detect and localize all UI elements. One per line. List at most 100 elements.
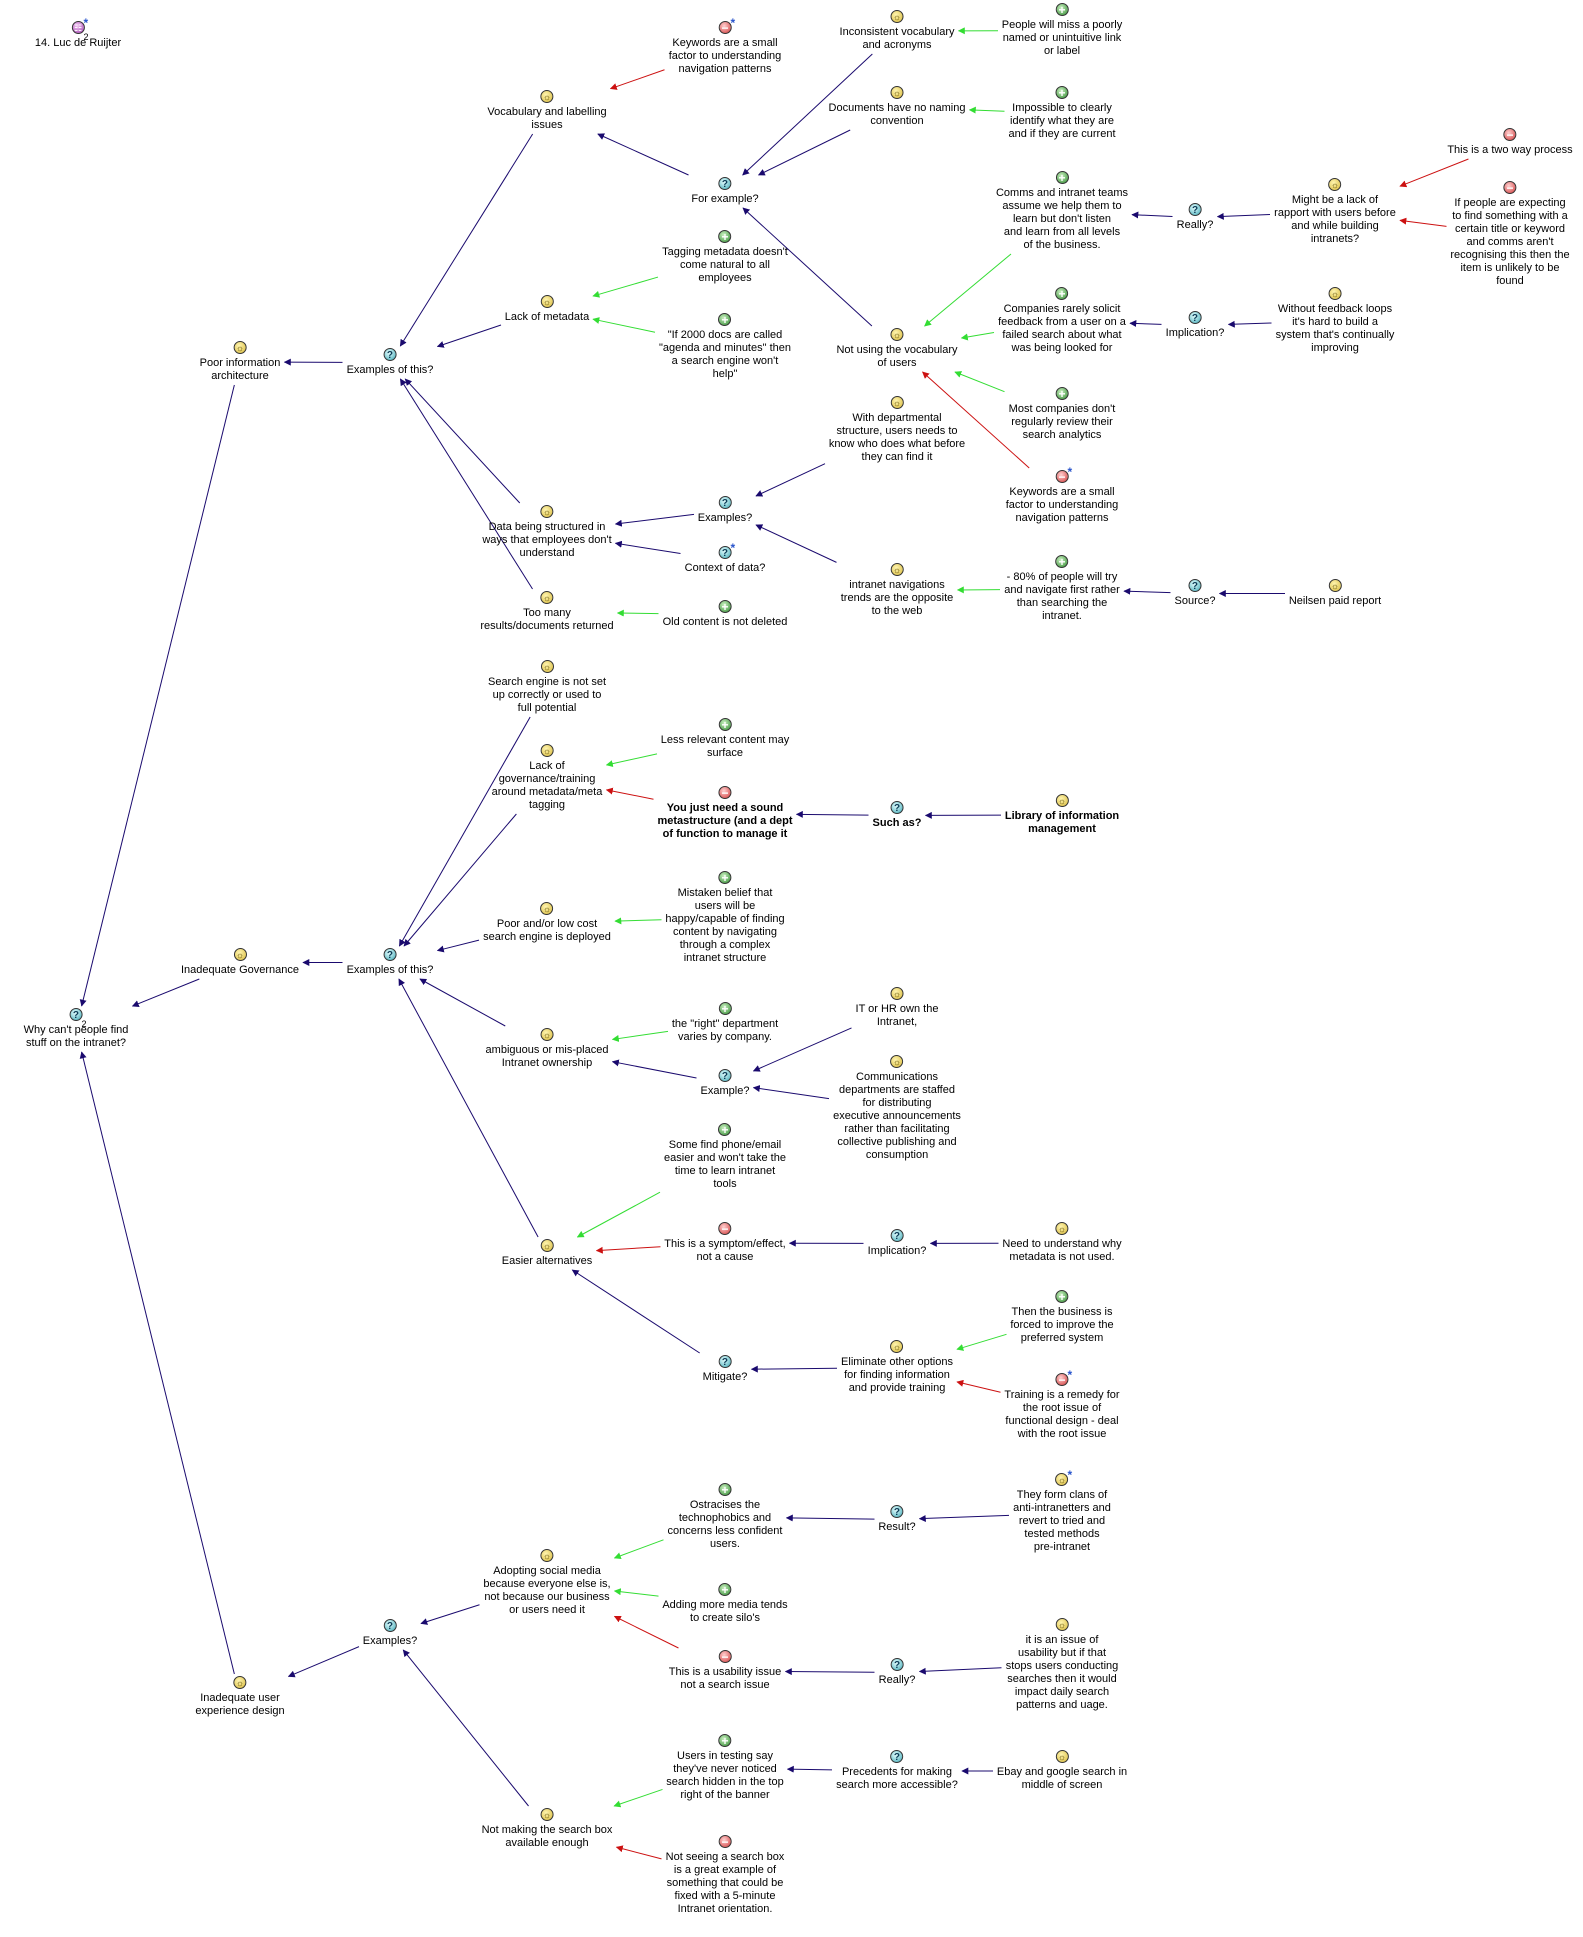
question-icon[interactable]: ? <box>890 801 904 814</box>
idea-icon[interactable]: ☼ <box>890 86 904 99</box>
idea-icon[interactable]: ☼ <box>1055 1618 1069 1631</box>
idea-icon[interactable]: ☼ <box>1328 287 1342 300</box>
idea-icon[interactable]: ☼ <box>540 591 554 604</box>
idea-icon[interactable]: ☼ <box>540 902 554 915</box>
question-icon[interactable]: ? <box>890 1505 904 1518</box>
node-lack-metadata[interactable]: ☼Lack of metadata <box>505 295 589 324</box>
pro-icon[interactable]: + <box>718 718 732 732</box>
node-context-data[interactable]: ?*Context of data? <box>685 542 766 575</box>
idea-icon[interactable]: ☼ <box>540 90 554 103</box>
node-examples-q[interactable]: ?Examples? <box>698 496 752 525</box>
node-such-as[interactable]: ?Such as? <box>873 801 921 830</box>
question-icon[interactable]: ? <box>890 1750 904 1763</box>
con-icon[interactable]: − <box>718 786 732 800</box>
idea-icon[interactable]: ☼ <box>540 1549 554 1562</box>
node-for-example[interactable]: ?For example? <box>691 177 759 206</box>
node-inadequate-gov[interactable]: ☼Inadequate Governance <box>181 948 299 977</box>
idea-icon[interactable]: ☼ <box>890 1055 904 1068</box>
con-icon[interactable]: − <box>718 1222 732 1236</box>
idea-icon[interactable]: ☼ <box>540 1028 554 1041</box>
node-examples-gov[interactable]: ?Examples of this? <box>347 948 433 977</box>
question-icon[interactable]: ? <box>1188 203 1202 216</box>
idea-icon[interactable]: ☼ <box>540 1808 554 1821</box>
node-agenda-minutes[interactable]: +"If 2000 docs are called"agenda and min… <box>659 313 791 381</box>
pro-icon[interactable]: + <box>718 871 732 885</box>
idea-icon[interactable]: ☼ <box>233 948 247 961</box>
pro-icon[interactable]: + <box>1055 1290 1069 1304</box>
pro-icon[interactable]: + <box>718 1002 732 1016</box>
idea-icon[interactable]: ☼ <box>540 505 554 518</box>
node-implication-2[interactable]: ?Implication? <box>868 1229 926 1258</box>
question-icon[interactable]: ?* <box>718 542 735 559</box>
node-really-1[interactable]: ?Really? <box>1177 203 1213 232</box>
question-icon[interactable]: ? <box>890 1658 904 1671</box>
idea-icon[interactable]: ☼ <box>1055 1222 1069 1235</box>
idea-icon[interactable]: ☼ <box>540 295 554 308</box>
node-neilsen[interactable]: ☼Neilsen paid report <box>1289 579 1381 608</box>
con-icon[interactable]: −* <box>718 17 735 35</box>
question-icon[interactable]: ? <box>383 948 397 961</box>
node-examples-ux[interactable]: ?Examples? <box>363 1619 417 1648</box>
map-icon[interactable]: ☷*2 <box>71 17 89 42</box>
node-implication-1[interactable]: ?Implication? <box>1166 311 1224 340</box>
question-icon[interactable]: ? <box>1188 311 1202 324</box>
idea-icon[interactable]: ☼ <box>1055 794 1069 807</box>
node-two-way[interactable]: −This is a two way process <box>1447 128 1573 157</box>
idea-icon[interactable]: ☼ <box>540 744 554 757</box>
question-icon[interactable]: ? <box>718 177 732 190</box>
idea-icon[interactable]: ☼ <box>540 660 554 673</box>
idea-icon[interactable]: ☼ <box>1328 579 1342 592</box>
idea-icon[interactable]: ☼ <box>233 1676 247 1689</box>
pro-icon[interactable]: + <box>718 1734 732 1748</box>
node-result-q[interactable]: ?Result? <box>878 1505 916 1534</box>
idea-icon[interactable]: ☼* <box>1055 1469 1072 1486</box>
question-icon[interactable]: ? <box>718 1069 732 1082</box>
question-icon[interactable]: ? <box>383 1619 397 1632</box>
pro-icon[interactable]: + <box>718 1483 732 1497</box>
pro-icon[interactable]: + <box>718 1583 732 1597</box>
pro-icon[interactable]: + <box>1055 3 1069 17</box>
pro-icon[interactable]: + <box>1055 86 1069 100</box>
pro-icon[interactable]: + <box>718 600 732 614</box>
pro-icon[interactable]: + <box>718 230 732 244</box>
con-icon[interactable]: −* <box>1055 466 1072 484</box>
idea-icon[interactable]: ☼ <box>890 563 904 576</box>
con-icon[interactable]: − <box>718 1650 732 1664</box>
idea-icon[interactable]: ☼ <box>890 1340 904 1353</box>
pro-icon[interactable]: + <box>718 1123 732 1137</box>
node-examples-ia[interactable]: ?Examples of this? <box>347 348 433 377</box>
question-icon[interactable]: ? <box>718 1355 732 1368</box>
node-old-content[interactable]: +Old content is not deleted <box>663 600 787 629</box>
